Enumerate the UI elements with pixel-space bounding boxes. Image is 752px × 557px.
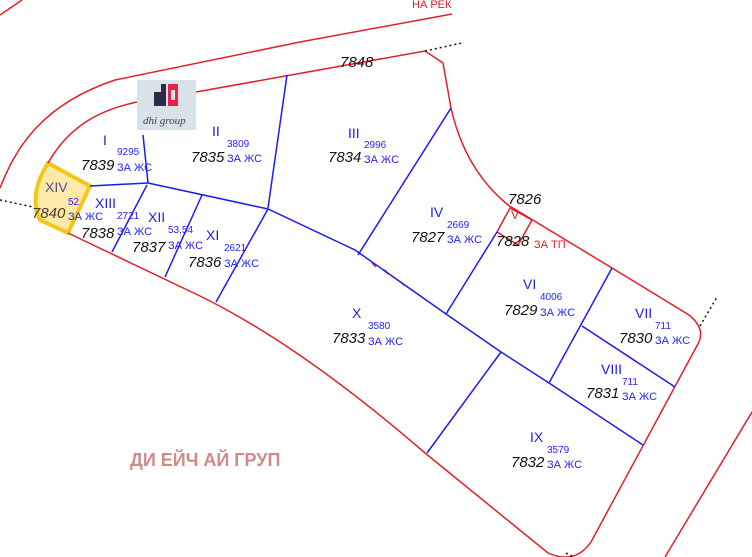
parcel-area: 53,54 <box>168 225 194 236</box>
line-xii-xi <box>164 194 203 278</box>
parcel-roman: VI <box>523 276 537 292</box>
dotted-top <box>424 42 463 52</box>
parcel-id[interactable]: 7834 <box>328 149 362 166</box>
line-iii-iv <box>357 107 452 256</box>
parcel-roman: II <box>212 123 220 139</box>
boundary-inner <box>47 50 702 557</box>
parcel-area: 9295 <box>117 147 140 158</box>
line-iv-vi <box>445 231 498 315</box>
parcel-purpose: ЗА ЖС <box>447 234 483 246</box>
parcel-purpose: ЗА ЖС <box>117 162 153 174</box>
line-x-ix <box>426 351 502 454</box>
svg-text:dhi group: dhi group <box>143 115 186 127</box>
parcel-purpose: ЗА ЖС <box>622 391 658 403</box>
line-xi-x <box>215 208 269 303</box>
parcel-id[interactable]: 7839 <box>81 157 115 174</box>
parcel-id[interactable]: 7829 <box>504 302 538 319</box>
parcel-purpose: ЗА ЖС <box>224 258 260 270</box>
line-i-ii <box>142 134 149 184</box>
line-xiv-top <box>89 182 149 187</box>
parcel-area: 52 <box>68 197 80 208</box>
parcel-area: 2621 <box>224 243 247 254</box>
parcel-id[interactable]: 7833 <box>332 330 366 347</box>
logo-mark-icon: dhi group <box>143 84 186 127</box>
parcel-purpose: ЗА ЖС <box>168 240 204 252</box>
parcel-area: 3809 <box>227 139 250 150</box>
parcel-area: 4006 <box>540 292 563 303</box>
parcel-roman: XIII <box>95 195 117 211</box>
parcel-roman: VII <box>635 305 653 321</box>
parcel-id[interactable]: 7827 <box>411 229 445 246</box>
parcel-id[interactable]: 7835 <box>191 149 225 166</box>
dotted-right <box>699 296 718 327</box>
parcel-area: 711 <box>622 377 638 388</box>
parcel-id[interactable]: 7840 <box>32 205 66 222</box>
line-xiii-xii <box>111 184 148 253</box>
line-vi-vii <box>548 267 613 384</box>
line-ii-iii <box>267 74 288 209</box>
parcel-purpose: ЗА ЖС <box>655 335 691 347</box>
parcel-purpose: ЗА ЖС <box>68 211 104 223</box>
parcel-id[interactable]: 7832 <box>511 454 545 471</box>
parcel-id[interactable]: 7828 <box>496 233 530 250</box>
parcel-v-box <box>496 206 534 247</box>
parcel-id[interactable]: 7837 <box>132 239 166 256</box>
parcel-purpose: ЗА ЖС <box>117 226 153 238</box>
boundary-outer-road <box>0 13 453 189</box>
selected-parcel-xiv[interactable] <box>33 160 93 236</box>
parcel-area: 2721 <box>117 211 140 222</box>
parcel-roman: XI <box>206 227 220 243</box>
parcel-roman: X <box>352 305 362 321</box>
parcel-id[interactable]: 7838 <box>81 225 115 242</box>
parcel-id-top: 7848 <box>340 54 374 71</box>
parcel-purpose: ЗА ТП <box>534 239 566 251</box>
parcel-id[interactable]: 7831 <box>586 385 620 402</box>
parcel-purpose: ЗА ЖС <box>547 459 583 471</box>
parcel-roman: IX <box>530 429 544 445</box>
parcel-area: 2669 <box>447 220 470 231</box>
parcel-area: 3579 <box>547 445 570 456</box>
company-name: ДИ ЕЙЧ АЙ ГРУП <box>130 450 281 470</box>
boundary-top-left-corner <box>0 0 23 16</box>
parcel-roman: III <box>348 125 360 141</box>
parcel-area: 711 <box>655 321 671 332</box>
parcel-purpose: ЗА ЖС <box>368 336 404 348</box>
boundary-right-road <box>664 411 752 557</box>
parcel-purpose: ЗА ЖС <box>540 307 576 319</box>
parcel-area: 2996 <box>364 140 387 151</box>
parcel-roman: I <box>103 132 107 148</box>
parcel-id-secondary[interactable]: 7826 <box>508 191 542 208</box>
parcel-roman: VIII <box>601 361 623 377</box>
street-label: НА РЕК <box>412 0 452 11</box>
parcel-purpose: ЗА ЖС <box>227 153 263 165</box>
dotted-left <box>0 199 34 208</box>
parcel-roman: IV <box>430 204 444 220</box>
parcel-id[interactable]: 7836 <box>188 254 222 271</box>
dhi-group-logo: dhi group <box>137 80 196 130</box>
parcel-id[interactable]: 7830 <box>619 330 653 347</box>
parcel-area: 3580 <box>368 321 391 332</box>
parcel-purpose: ЗА ЖС <box>364 154 400 166</box>
parcel-roman: XIV <box>45 179 68 195</box>
line-vii-viii <box>581 325 676 388</box>
parcel-roman: XII <box>148 209 166 225</box>
parcel-roman: V <box>511 208 520 222</box>
